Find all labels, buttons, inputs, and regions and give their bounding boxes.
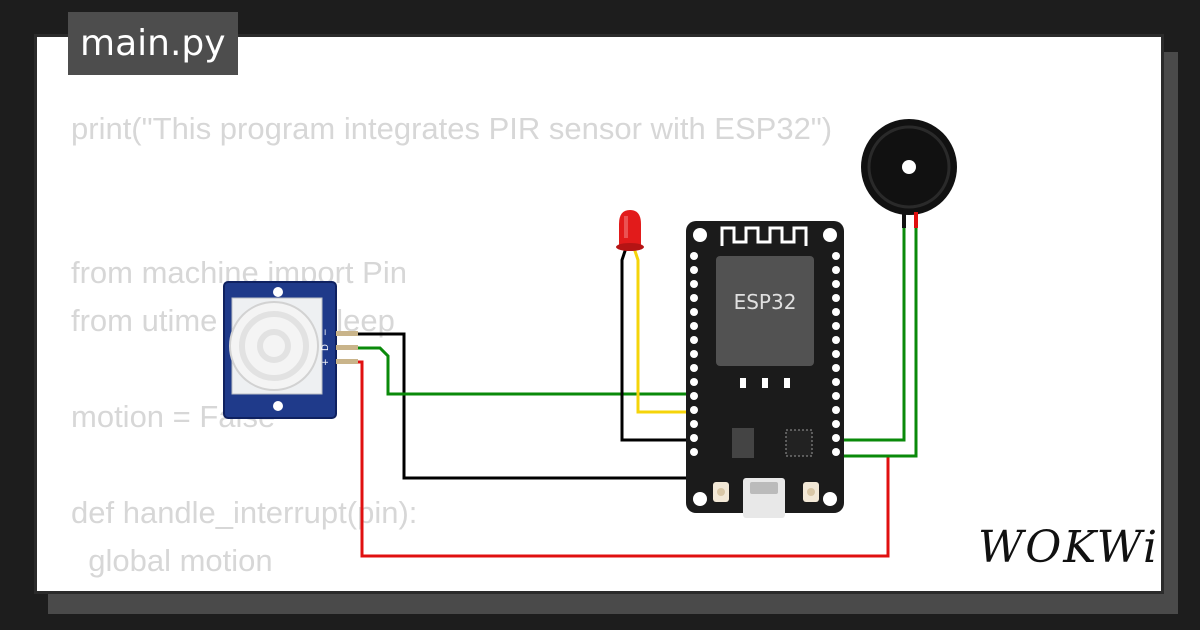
wire-pir-gnd	[355, 332, 695, 480]
header-pin	[832, 392, 840, 400]
header-pin	[832, 308, 840, 316]
header-pin	[690, 434, 698, 442]
esp32-label: ESP32	[734, 290, 797, 314]
header-pin	[690, 420, 698, 428]
esp32-board-icon[interactable]: ESP32	[686, 221, 844, 518]
preview-panel: print("This program integrates PIR senso…	[34, 34, 1164, 594]
header-pin	[690, 392, 698, 400]
led-icon[interactable]	[616, 210, 644, 251]
header-pin	[690, 364, 698, 372]
pir-pin-label: −	[321, 328, 331, 336]
code-line: def handle_interrupt(pin):	[71, 495, 418, 530]
wokwi-logo: WOKWi	[978, 522, 1160, 573]
header-pin	[690, 336, 698, 344]
header-pin	[690, 378, 698, 386]
wires	[355, 225, 918, 558]
header-pin	[832, 266, 840, 274]
code-line: print("This program integrates PIR senso…	[71, 111, 833, 146]
header-pin	[690, 448, 698, 456]
header-pin	[832, 406, 840, 414]
header-pin	[832, 378, 840, 386]
pir-pin-label: D	[321, 344, 331, 351]
header-pin	[690, 308, 698, 316]
header-pin	[832, 294, 840, 302]
buzzer-icon[interactable]	[861, 119, 957, 228]
header-pin	[832, 364, 840, 372]
header-pin	[832, 322, 840, 330]
pir-pin-label: +	[321, 358, 331, 366]
code-line: from machine import Pin	[71, 255, 407, 290]
header-pin	[832, 252, 840, 260]
header-pin	[832, 448, 840, 456]
wire-led-anode	[632, 247, 693, 414]
wire-pir-out	[355, 346, 693, 396]
header-pin	[832, 434, 840, 442]
header-pin	[690, 252, 698, 260]
header-pin	[690, 266, 698, 274]
header-pin	[832, 350, 840, 358]
header-pin	[690, 322, 698, 330]
header-pin	[832, 336, 840, 344]
header-pin	[832, 280, 840, 288]
code-line: global motion	[71, 543, 273, 578]
wire-buzzer-pos	[836, 225, 918, 458]
header-pin	[690, 406, 698, 414]
esp32-pin-header-left	[690, 252, 698, 456]
esp32-pin-header-right	[832, 252, 840, 456]
header-pin	[690, 294, 698, 302]
pir-sensor-icon[interactable]: − D +	[223, 281, 358, 419]
file-name-tab[interactable]: main.py	[68, 12, 238, 75]
header-pin	[832, 420, 840, 428]
wire-buzzer-neg	[836, 225, 906, 442]
wire-led-cathode	[620, 247, 693, 442]
header-pin	[690, 350, 698, 358]
header-pin	[690, 280, 698, 288]
